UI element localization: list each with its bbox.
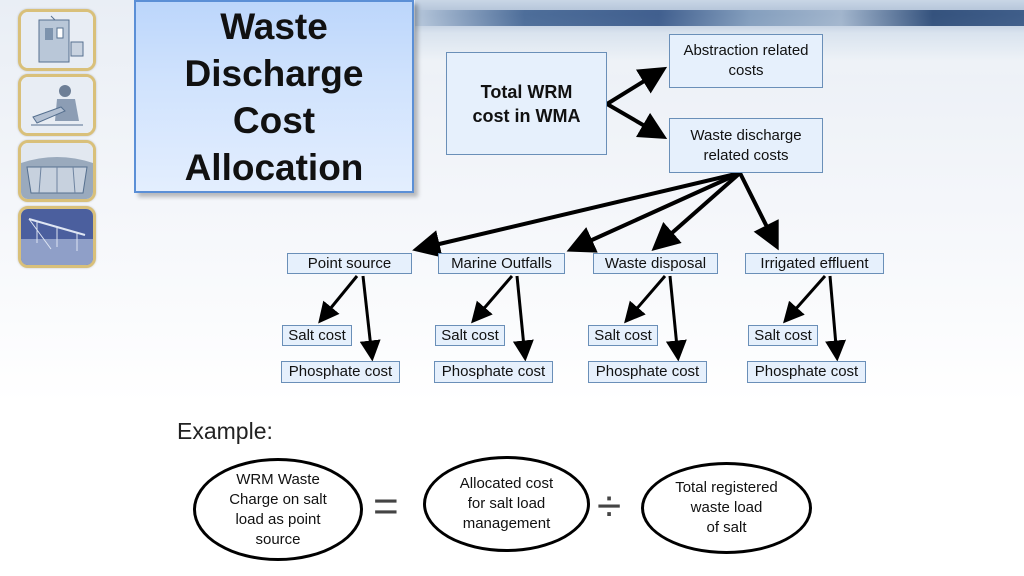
waste-discharge-costs-label: Waste discharge related costs xyxy=(690,126,802,164)
worker-icon xyxy=(18,74,96,136)
example-heading: Example: xyxy=(177,418,273,444)
category-label: Point source xyxy=(307,254,392,272)
total-registered-load-label: Total registered waste load of salt xyxy=(675,479,778,536)
phosphate-cost-label: Phosphate cost xyxy=(441,363,546,380)
category-marine-outfalls: Marine Outfalls xyxy=(438,253,565,274)
page-title: Waste Discharge Cost Allocation xyxy=(184,5,364,188)
total-wrm-cost-label: Total WRM cost in WMA xyxy=(472,81,581,126)
total-wrm-cost-box: Total WRM cost in WMA xyxy=(446,52,607,155)
phosphate-cost-box: Phosphate cost xyxy=(588,361,707,383)
title-box: Waste Discharge Cost Allocation xyxy=(134,0,414,193)
salt-cost-box: Salt cost xyxy=(282,325,352,346)
header-banner-stripe xyxy=(415,10,1024,26)
salt-cost-label: Salt cost xyxy=(594,326,652,344)
phosphate-cost-box: Phosphate cost xyxy=(747,361,866,383)
salt-cost-label: Salt cost xyxy=(754,326,812,344)
salt-cost-label: Salt cost xyxy=(441,326,499,344)
salt-cost-box: Salt cost xyxy=(435,325,505,346)
category-irrigated-effluent: Irrigated effluent xyxy=(745,253,884,274)
phosphate-cost-box: Phosphate cost xyxy=(434,361,553,383)
abstraction-costs-label: Abstraction related costs xyxy=(683,42,809,79)
phosphate-cost-label: Phosphate cost xyxy=(754,363,859,380)
equals-sign: = xyxy=(373,482,399,531)
dam-icon xyxy=(18,140,96,202)
allocated-cost-label: Allocated cost for salt load management xyxy=(459,475,554,532)
abstraction-costs-box: Abstraction related costs xyxy=(669,34,823,88)
salt-cost-box: Salt cost xyxy=(748,325,818,346)
phosphate-cost-box: Phosphate cost xyxy=(281,361,400,383)
wrm-waste-charge-ellipse: WRM Waste Charge on salt load as point s… xyxy=(193,458,363,561)
category-label: Irrigated effluent xyxy=(760,254,869,272)
irrigation-icon xyxy=(18,206,96,268)
building-icon xyxy=(18,9,96,71)
total-registered-load-ellipse: Total registered waste load of salt xyxy=(641,462,812,554)
category-label: Waste disposal xyxy=(604,254,707,272)
waste-discharge-costs-box: Waste discharge related costs xyxy=(669,118,823,173)
divide-sign: ÷ xyxy=(597,482,622,531)
wrm-waste-charge-label: WRM Waste Charge on salt load as point s… xyxy=(229,470,327,548)
category-waste-disposal: Waste disposal xyxy=(593,253,718,274)
phosphate-cost-label: Phosphate cost xyxy=(595,363,700,380)
phosphate-cost-label: Phosphate cost xyxy=(288,363,393,380)
salt-cost-box: Salt cost xyxy=(588,325,658,346)
allocated-cost-ellipse: Allocated cost for salt load management xyxy=(423,456,590,552)
salt-cost-label: Salt cost xyxy=(288,326,346,344)
category-label: Marine Outfalls xyxy=(451,254,552,272)
category-point-source: Point source xyxy=(287,253,412,274)
